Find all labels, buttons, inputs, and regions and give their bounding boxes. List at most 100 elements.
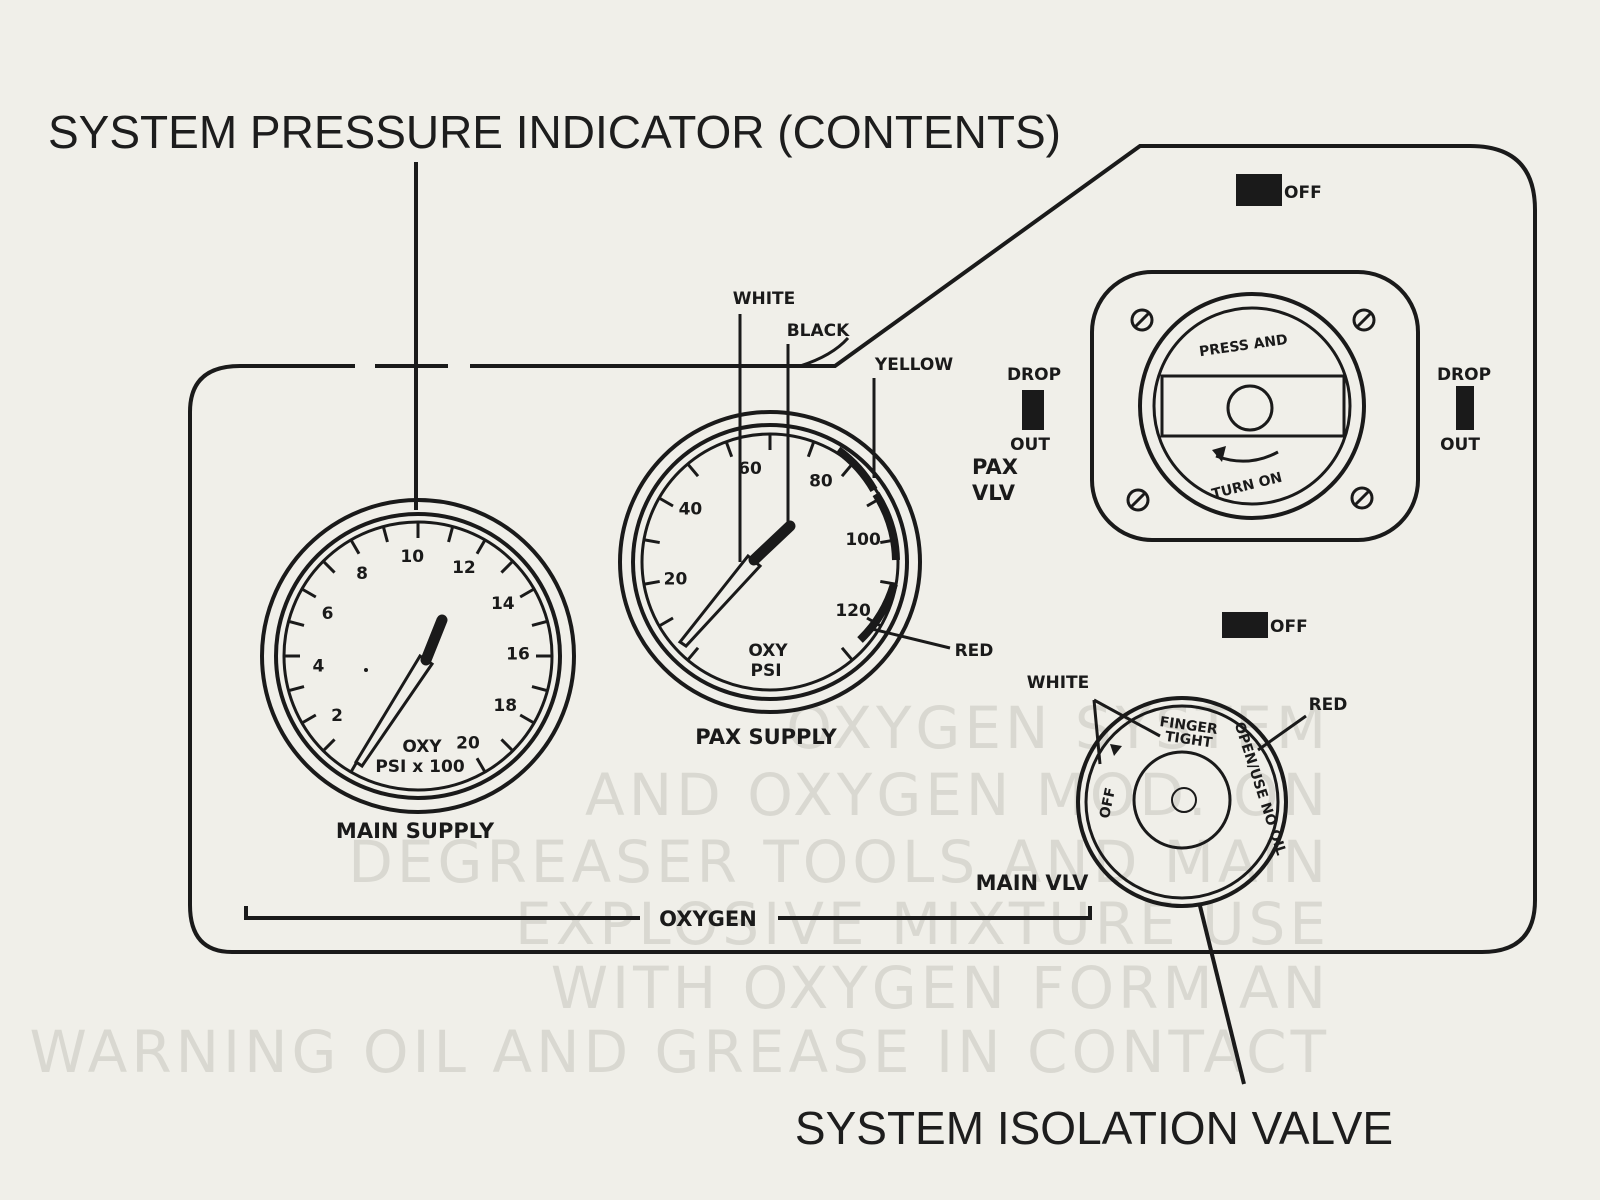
main-tick-label: 14 — [491, 594, 515, 614]
pax-valve-hub — [1226, 384, 1274, 432]
pax-valve-outer-ring — [1138, 292, 1366, 520]
gauge-tick — [288, 685, 305, 693]
main-white-label: WHITE — [1027, 673, 1090, 693]
red-leader — [1257, 714, 1307, 752]
gauge-tick — [519, 713, 535, 725]
pax-tick-label: 60 — [738, 459, 762, 479]
main-vlv-label: MAIN VLV — [976, 871, 1090, 895]
gauge-tick — [288, 619, 305, 627]
gauge-tick — [500, 738, 514, 752]
screw-slot — [1355, 311, 1373, 329]
pax-valve-assembly: OFF PRESS AND TURN ON DROP OUT PAX VLV D… — [972, 174, 1491, 542]
main-supply-gauge: 2 4 6 8 10 12 14 16 18 20 OXY PSI x 100 … — [260, 498, 576, 843]
main-off-label: OFF — [1270, 617, 1308, 637]
gauge-tick — [880, 579, 897, 586]
main-valve-knob[interactable] — [1132, 750, 1232, 850]
oxygen-panel-title: OXYGEN — [659, 907, 757, 931]
yellow-marker-label: YELLOW — [874, 355, 953, 375]
pax-gauge-scale — [643, 434, 897, 662]
gauge-tick — [381, 526, 389, 543]
main-supply-label: MAIN SUPPLY — [336, 819, 495, 843]
pax-plate-screws — [1126, 308, 1376, 512]
pax-tick-label: 120 — [835, 601, 871, 621]
gauge-tick — [840, 462, 854, 478]
pax-gauge-labels: 20 40 60 80 100 120 — [664, 459, 881, 621]
press-and-text: PRESS AND — [1198, 332, 1289, 360]
drop-right-flag — [1456, 386, 1474, 430]
gauge-tick — [686, 462, 700, 478]
gauge-tick — [643, 579, 660, 586]
drop-left-flag — [1022, 390, 1044, 430]
main-valve-inner — [1084, 704, 1280, 900]
main-gauge-needle — [353, 614, 448, 769]
main-tick-label: 6 — [322, 604, 334, 624]
bracket-right — [778, 906, 1092, 920]
oxygen-bracket: OXYGEN — [244, 906, 1092, 931]
main-tick-label: 18 — [493, 696, 517, 716]
pax-tick-label: 80 — [809, 472, 833, 492]
gauge-tick — [475, 757, 487, 773]
bleed-line: AND OXYGEN MOD. ON — [585, 761, 1330, 829]
gauge-tick — [806, 441, 816, 458]
gauge-tick — [840, 646, 854, 662]
main-tick-label: 2 — [331, 706, 343, 726]
pax-gauge-bezel — [618, 410, 922, 714]
pax-vlv-label-2: VLV — [972, 481, 1016, 505]
main-tick-label: 4 — [312, 656, 324, 676]
screw-slot — [1129, 491, 1147, 509]
main-tick-label: 10 — [400, 547, 424, 567]
gauge-tick — [301, 587, 317, 599]
pax-gauge-unit-psi: PSI — [750, 661, 781, 681]
drop-right-label: DROP — [1437, 365, 1491, 385]
main-valve-arrow-icon — [1110, 744, 1122, 756]
screw-icon — [1126, 488, 1150, 512]
pax-valve-handle[interactable] — [1160, 374, 1346, 438]
gauge-tick — [658, 616, 674, 628]
pax-supply-gauge: 20 40 60 80 100 120 OXY PSI PAX SUPPLY — [618, 410, 922, 749]
out-right-label: OUT — [1440, 435, 1480, 455]
gauge-tick — [531, 619, 548, 627]
main-gauge-dot — [364, 668, 368, 672]
pax-off-label: OFF — [1284, 183, 1322, 203]
gauge-tick — [866, 496, 882, 508]
main-gauge-bezel — [260, 498, 576, 814]
out-left-label: OUT — [1010, 435, 1050, 455]
screw-slot — [1353, 489, 1371, 507]
pax-valve-plate — [1090, 270, 1420, 542]
pressure-indicator-callout: SYSTEM PRESSURE INDICATOR (CONTENTS) — [48, 106, 1061, 158]
pax-off-flag — [1236, 174, 1282, 206]
gauge-tick — [519, 587, 535, 599]
gauge-tick — [880, 538, 897, 545]
screw-slot — [1133, 311, 1151, 329]
main-gauge-unit-scale: PSI x 100 — [375, 757, 464, 777]
gauge-tick — [447, 526, 455, 543]
main-gauge-labels: 2 4 6 8 10 12 14 16 18 20 — [312, 547, 529, 753]
main-tick-label: 20 — [456, 734, 480, 754]
gauge-tick — [301, 713, 317, 725]
black-marker-curve — [799, 336, 850, 368]
white-marker-label: WHITE — [733, 289, 796, 309]
main-red-label: RED — [1309, 695, 1348, 715]
pax-tick-label: 100 — [845, 530, 881, 550]
pax-valve-inner-ring — [1152, 306, 1352, 506]
main-gauge-rim — [274, 512, 562, 800]
main-tick-label: 16 — [506, 645, 530, 665]
bleed-line: DEGREASER TOOLS AND MAIN — [348, 828, 1330, 896]
main-valve-outer — [1076, 696, 1288, 908]
gauge-tick — [322, 738, 336, 752]
main-valve-center — [1171, 787, 1197, 813]
bleed-line: WITH OXYGEN FORM AN — [551, 954, 1330, 1022]
gauge-tick — [500, 560, 514, 574]
pax-band-white — [835, 446, 878, 493]
turn-on-text: TURN ON — [1210, 470, 1284, 503]
red-marker-leader — [867, 626, 951, 650]
main-tick-label: 12 — [452, 558, 476, 578]
turn-arrow-arc — [1215, 450, 1279, 463]
pax-vlv-label: PAX — [972, 455, 1018, 479]
gauge-tick — [475, 539, 487, 555]
main-gauge-unit: OXY — [402, 737, 442, 757]
screw-icon — [1352, 308, 1376, 332]
main-valve-off-text: OFF — [1097, 786, 1119, 820]
drop-left-label: DROP — [1007, 365, 1061, 385]
